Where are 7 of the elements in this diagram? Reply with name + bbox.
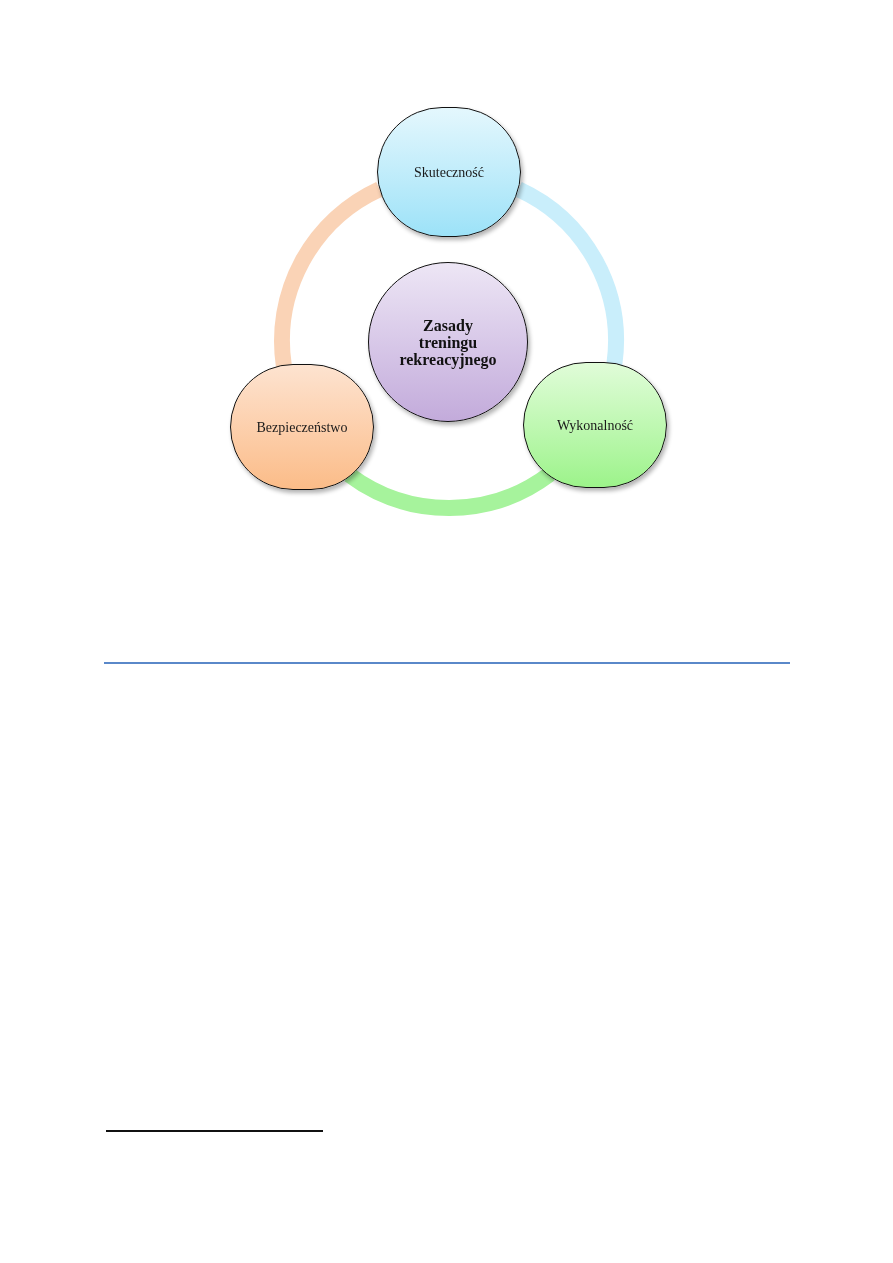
- connector-arc: [274, 182, 384, 367]
- node-label: Skuteczność: [414, 163, 484, 181]
- node-label: Wykonalność: [556, 416, 634, 434]
- connector-arc: [344, 467, 555, 516]
- connector-arc: [514, 182, 624, 365]
- node-label: Bezpieczeństwo: [256, 418, 348, 436]
- node-label: Zasady treningu rekreacyjnego: [398, 316, 498, 368]
